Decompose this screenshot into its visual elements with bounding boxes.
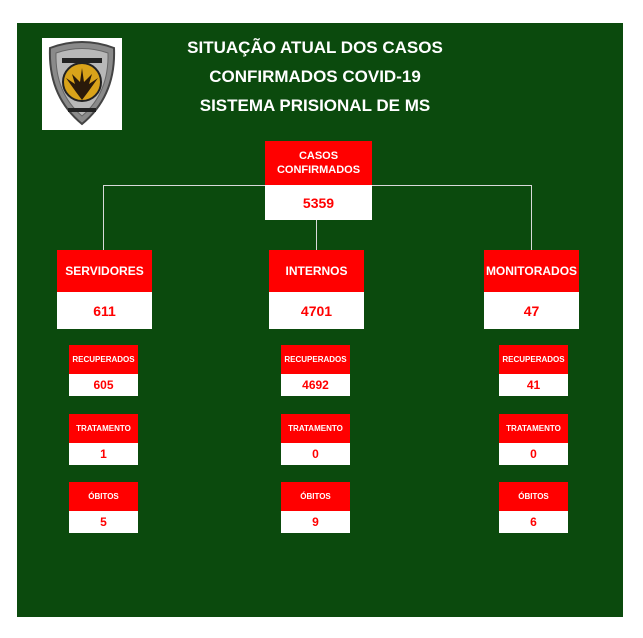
internos-tratamento: TRATAMENTO 0 [281,414,350,465]
eagle-badge-icon [48,41,116,126]
stat-label: TRATAMENTO [69,414,138,443]
stat-value: 605 [69,374,138,396]
group-label: INTERNOS [269,250,364,292]
stat-value: 1 [69,443,138,465]
stat-value: 6 [499,511,568,533]
title-line-3: SISTEMA PRISIONAL DE MS [199,96,431,115]
stat-label: RECUPERADOS [499,345,568,374]
group-monitorados: MONITORADOS 47 [484,250,579,329]
servidores-obitos: ÓBITOS 5 [69,482,138,533]
stat-value: 5 [69,511,138,533]
stat-label: ÓBITOS [69,482,138,511]
internos-obitos: ÓBITOS 9 [281,482,350,533]
monitorados-obitos: ÓBITOS 6 [499,482,568,533]
group-value: 4701 [269,292,364,329]
connector-servidores [103,185,104,250]
stat-value: 9 [281,511,350,533]
total-value: 5359 [265,185,372,220]
stat-value: 0 [499,443,568,465]
stat-value: 4692 [281,374,350,396]
connector-monitorados [531,185,532,250]
group-value: 611 [57,292,152,329]
monitorados-tratamento: TRATAMENTO 0 [499,414,568,465]
stat-label: ÓBITOS [281,482,350,511]
total-label: CASOS CONFIRMADOS [265,141,372,185]
total-card: CASOS CONFIRMADOS 5359 [265,141,372,220]
servidores-tratamento: TRATAMENTO 1 [69,414,138,465]
servidores-recuperados: RECUPERADOS 605 [69,345,138,396]
group-internos: INTERNOS 4701 [269,250,364,329]
stat-value: 0 [281,443,350,465]
stat-label: RECUPERADOS [281,345,350,374]
monitorados-recuperados: RECUPERADOS 41 [499,345,568,396]
stat-label: TRATAMENTO [281,414,350,443]
group-label: MONITORADOS [484,250,579,292]
group-label: SERVIDORES [57,250,152,292]
stat-label: RECUPERADOS [69,345,138,374]
stat-label: TRATAMENTO [499,414,568,443]
connector-internos [316,220,317,250]
group-servidores: SERVIDORES 611 [57,250,152,329]
stat-value: 41 [499,374,568,396]
title-line-2: CONFIRMADOS COVID-19 [209,67,421,86]
title-line-1: SITUAÇÃO ATUAL DOS CASOS [187,38,443,57]
group-value: 47 [484,292,579,329]
logo [42,38,122,130]
stat-label: ÓBITOS [499,482,568,511]
internos-recuperados: RECUPERADOS 4692 [281,345,350,396]
